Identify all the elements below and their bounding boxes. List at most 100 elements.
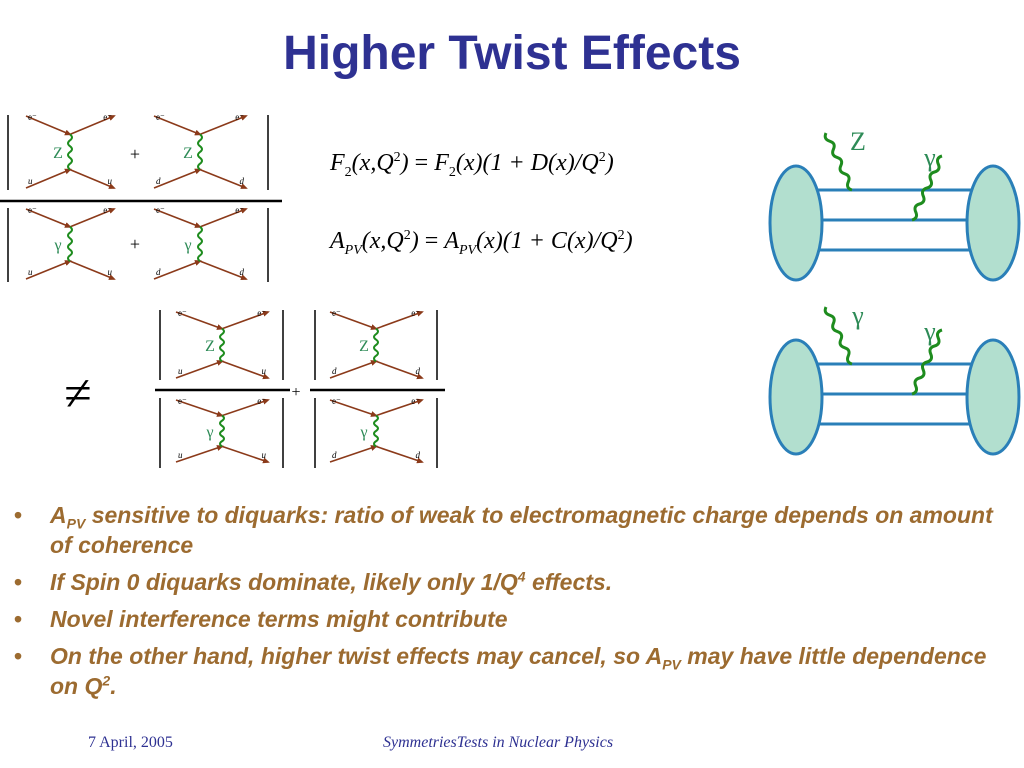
label-electron-in: e⁻ — [156, 205, 165, 215]
label-quark-in: d — [156, 267, 161, 277]
bullet-item-4: • On the other hand, higher twist effect… — [14, 643, 987, 699]
label-quark-in: d — [156, 176, 161, 186]
label-electron-in: e⁻ — [178, 308, 187, 318]
label-boson: γ — [359, 424, 367, 441]
electron-line-out — [69, 208, 116, 228]
boson-propagator — [67, 226, 73, 262]
electron-line-out — [375, 398, 424, 417]
label-quark-out: d — [416, 450, 421, 460]
quark-line-out — [199, 260, 248, 280]
label-electron-out: e⁻ — [411, 396, 420, 406]
plus-sign: + — [130, 144, 140, 164]
quark-line-in — [153, 260, 202, 280]
boson-wavy-1 — [823, 132, 853, 192]
quark-line-out — [199, 168, 248, 189]
label-electron-out: e⁻ — [235, 205, 244, 215]
bullet-item-3: • Novel interference terms might contrib… — [14, 606, 508, 632]
quark-line-in — [153, 168, 202, 189]
electron-line-out — [199, 115, 248, 136]
slide-title: Higher Twist Effects — [283, 27, 741, 80]
bullet-item-2: • If Spin 0 diquarks dominate, likely on… — [14, 568, 613, 595]
electron-line-in — [153, 208, 202, 228]
label-quark-in: u — [178, 366, 183, 376]
quark-line-out — [221, 445, 270, 464]
label-electron-out: e⁻ — [411, 308, 420, 318]
label-boson: Z — [183, 145, 193, 162]
label-boson: γ — [205, 424, 213, 441]
bullet-marker: • — [14, 606, 23, 632]
quark-line-in — [25, 260, 72, 280]
bullet-item-1: • APV sensitive to diquarks: ratio of we… — [14, 502, 993, 558]
quark-line-in — [25, 168, 72, 189]
boson-propagator — [373, 327, 379, 363]
electron-line-in — [175, 399, 224, 417]
boson-propagator — [197, 133, 203, 171]
feynman-diagram: e⁻ e⁻ u u Z — [25, 112, 116, 189]
bullet-list: • APV sensitive to diquarks: ratio of we… — [14, 500, 1004, 708]
feynman-diagram: e⁻ e⁻ d d γ — [153, 205, 248, 280]
electron-line-out — [221, 398, 270, 417]
plus-sign: + — [291, 384, 300, 401]
label-quark-in: d — [332, 450, 337, 460]
boson-propagator — [219, 414, 225, 448]
label-electron-in: e⁻ — [28, 112, 37, 122]
electron-line-in — [329, 399, 378, 417]
nucleon-left — [768, 338, 824, 456]
boson-wavy-1 — [823, 306, 853, 366]
label-electron-in: e⁻ — [332, 396, 341, 406]
label-boson: γ — [183, 237, 191, 254]
boson-label-2: γ — [923, 317, 936, 346]
label-electron-in: e⁻ — [28, 205, 37, 215]
bullet-marker: • — [14, 502, 23, 528]
equation-apv: APV(x,Q2) = APV(x)(1 + C(x)/Q2) — [330, 228, 633, 258]
label-quark-out: d — [240, 267, 245, 277]
electron-line-out — [69, 115, 116, 136]
electron-line-in — [329, 311, 378, 330]
label-electron-out: e⁻ — [257, 396, 266, 406]
label-quark-out: d — [416, 366, 421, 376]
quark-line-out — [69, 168, 116, 189]
footer-date: 7 April, 2005 — [88, 734, 173, 751]
electron-line-in — [25, 115, 72, 136]
quark-line-in — [175, 360, 224, 379]
boson-label-1: Z — [850, 127, 866, 156]
nucleon-right — [965, 338, 1021, 456]
label-quark-out: d — [240, 176, 245, 186]
quark-line-out — [69, 260, 116, 280]
electron-line-in — [175, 311, 224, 330]
equation-f2: F2(x,Q2) = F2(x)(1 + D(x)/Q2) — [330, 150, 614, 180]
label-quark-out: u — [262, 366, 267, 376]
label-boson: Z — [359, 338, 369, 355]
label-electron-out: e⁻ — [235, 112, 244, 122]
quark-line-out — [375, 360, 424, 380]
electron-line-in — [25, 208, 72, 228]
electron-line-in — [153, 115, 202, 136]
nucleon-left — [768, 164, 824, 282]
footer-title: SymmetriesTests in Nuclear Physics — [383, 734, 614, 751]
label-electron-out: e⁻ — [103, 112, 112, 122]
boson-propagator — [219, 327, 225, 363]
boson-label-1: γ — [851, 301, 864, 330]
electron-line-out — [375, 310, 424, 330]
label-quark-out: u — [108, 267, 113, 277]
bullet-marker: • — [14, 569, 23, 595]
label-quark-in: d — [332, 366, 337, 376]
feynman-diagram: e⁻ e⁻ d d Z — [329, 308, 424, 380]
boson-wavy-2 — [911, 154, 943, 222]
label-electron-in: e⁻ — [332, 308, 341, 318]
label-boson: Z — [205, 338, 215, 355]
label-quark-in: u — [28, 176, 33, 186]
label-quark-out: u — [108, 176, 113, 186]
quark-line-in — [175, 445, 224, 463]
boson-propagator — [373, 414, 379, 448]
label-boson: Z — [53, 145, 63, 162]
quark-line-out — [221, 360, 270, 380]
quark-line-in — [329, 360, 378, 379]
